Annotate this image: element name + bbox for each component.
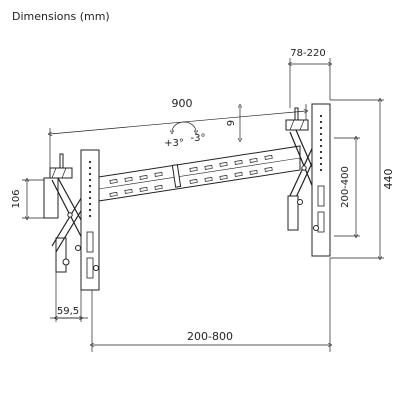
label-tilt-minus: -3° xyxy=(191,133,206,144)
label-depth: 78-220 xyxy=(290,48,325,59)
diagram-title: Dimensions (mm) xyxy=(12,10,110,23)
label-vertical-adjust: 9 xyxy=(226,120,237,126)
left-bracket xyxy=(43,153,93,273)
dimension-line-width xyxy=(50,111,306,134)
label-height: 440 xyxy=(382,169,395,190)
label-vesa-horizontal: 200-800 xyxy=(187,330,233,343)
label-vesa-vertical: 200-400 xyxy=(340,166,351,208)
tilt-arc xyxy=(172,121,196,132)
label-width: 900 xyxy=(172,97,193,110)
left-vertical-arm xyxy=(80,149,100,291)
right-vertical-arm xyxy=(311,103,331,257)
horizontal-rail xyxy=(91,145,301,203)
label-bracket-height: 106 xyxy=(11,189,22,208)
label-tilt-plus: +3° xyxy=(164,138,184,149)
label-offset: 59,5 xyxy=(57,306,79,317)
